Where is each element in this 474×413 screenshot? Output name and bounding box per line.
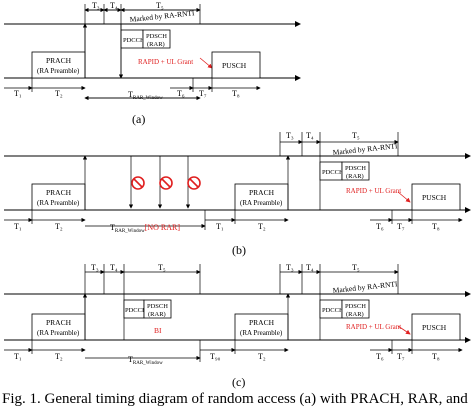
t1-label: T₁ [14, 222, 22, 231]
rar-label-2: (RAR) [346, 311, 364, 318]
t5-label: T₅ [156, 1, 164, 10]
rar-label: (RAR) [346, 173, 364, 180]
prach-sub-label: (RA Preamble) [37, 67, 80, 75]
t3-label: T₃ [91, 263, 99, 272]
prach2-sub-label: (RA Preamble) [240, 329, 283, 337]
pdsch-label: PDSCH [147, 303, 168, 310]
t8-label: T₈ [232, 89, 240, 98]
window-label: TRAR_Window [128, 355, 163, 366]
marked-label: Marked by RA-RNTI [332, 279, 398, 295]
no-rar-icon [128, 156, 145, 209]
prach-box-2 [234, 313, 289, 341]
t3-label-2: T₃ [286, 263, 294, 272]
pdsch-box-2 [341, 299, 370, 319]
t1-label: T₁ [14, 352, 22, 361]
grant-label: RAPID + UL Grant [346, 187, 401, 195]
prach-label: PRACH [46, 188, 72, 197]
t90-label: T₉₀ [210, 352, 221, 361]
panel-c-label: (c) [232, 375, 246, 389]
pdsch-label-2: PDSCH [345, 303, 366, 310]
pusch-box [211, 51, 261, 79]
no-rar-icon [157, 156, 173, 209]
t1-label-2: T₁ [216, 222, 224, 231]
t2-label: T₂ [55, 222, 63, 231]
prach-label: PRACH [46, 56, 72, 65]
t5-label: T₅ [158, 263, 166, 272]
panel-c: T₃ T₄ T₅ PDCCH PDSCH (RAR) BI PRACH (RA … [4, 263, 471, 366]
prach2-label: PRACH [249, 188, 275, 197]
t5-label-2: T₅ [352, 263, 360, 272]
prach-box [31, 51, 86, 79]
t4-label-2: T₄ [306, 263, 314, 272]
t4-label: T₄ [110, 1, 118, 10]
window-label: TRAR_Window[NO RAR] [110, 223, 180, 234]
pdsch-box [143, 299, 172, 319]
t5-label: T₅ [352, 131, 360, 140]
pdcch-label-2: PDCCH [322, 307, 344, 314]
prach-sub-label: (RA Preamble) [37, 329, 80, 337]
pdcch-label: PDCCH [123, 37, 145, 44]
prach-sub-label: (RA Preamble) [37, 199, 80, 207]
t3-label: T₃ [92, 1, 100, 10]
pdsch-box [142, 29, 171, 49]
t3-label: T₃ [286, 131, 294, 140]
t8-label: T₈ [432, 352, 440, 361]
window-label: TRAR_Window [128, 90, 163, 101]
t8-label: T₈ [432, 222, 440, 231]
pdsch-label: PDSCH [345, 165, 366, 172]
panel-a: T₃ T₄ T₅ Marked by RA-RNTI PDCCH PDSCH (… [4, 1, 301, 101]
prach-box [31, 313, 86, 341]
figure-caption: Fig. 1. General timing diagram of random… [2, 391, 468, 407]
pusch-box [411, 183, 461, 211]
pdcch-label: PDCCH [125, 307, 147, 314]
prach-box-2 [234, 183, 289, 211]
t7-label: T₇ [397, 222, 405, 231]
t2-label: T₂ [55, 352, 63, 361]
pusch-label: PUSCH [422, 193, 447, 202]
t6-label: T₆ [376, 352, 384, 361]
t7-label: T₇ [199, 89, 207, 98]
t2-label-2: T₂ [258, 352, 266, 361]
panel-a-label: (a) [132, 112, 146, 126]
t1-label: T₁ [14, 89, 22, 98]
pdcch-label: PDCCH [322, 169, 344, 176]
rar-label: (RAR) [148, 311, 166, 318]
rar-label: (RAR) [147, 41, 165, 48]
marked-label: Marked by RA-RNTI [332, 141, 398, 157]
t6-label: T₆ [177, 89, 185, 98]
no-rar-icon [185, 156, 201, 209]
panel-b-label: (b) [232, 243, 246, 257]
grant-label: RAPID + UL Grant [138, 58, 193, 66]
t2-label: T₂ [55, 89, 63, 98]
prach2-sub-label: (RA Preamble) [240, 199, 283, 207]
t4-label: T₄ [110, 263, 118, 272]
grant-label: RAPID + UL Grant [346, 323, 401, 331]
bi-label: BI [154, 326, 162, 335]
t4-label: T₄ [306, 131, 314, 140]
t7-label: T₇ [397, 352, 405, 361]
pusch-box [411, 313, 461, 341]
t2-label-2: T₂ [258, 222, 266, 231]
pdsch-label: PDSCH [146, 33, 167, 40]
pusch-label: PUSCH [222, 61, 247, 70]
t6-label: T₆ [376, 222, 384, 231]
pdsch-box [341, 161, 370, 181]
marked-label: Marked by RA-RNTI [129, 8, 195, 24]
pusch-label: PUSCH [422, 323, 447, 332]
prach-box [31, 183, 86, 211]
panel-b: PRACH (RA Preamble) PRACH (RA Preamble) [4, 131, 471, 234]
prach2-label: PRACH [249, 318, 275, 327]
prach-label: PRACH [46, 318, 72, 327]
